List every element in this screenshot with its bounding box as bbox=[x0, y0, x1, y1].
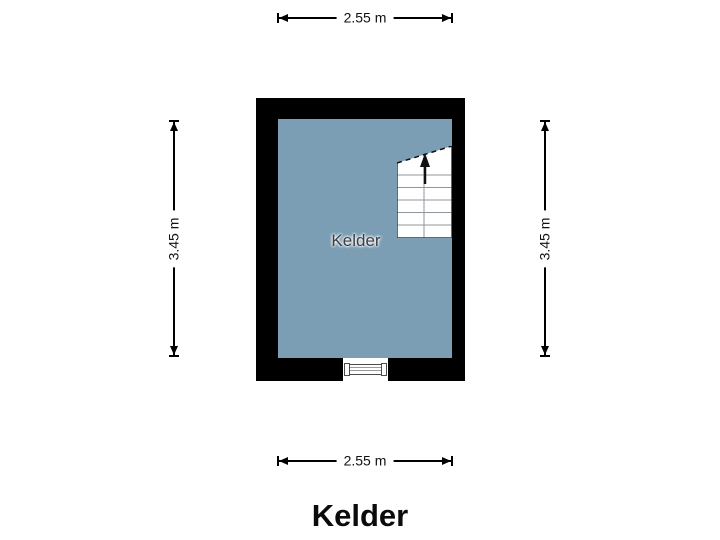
dimension-height-left: 3.45 m bbox=[164, 120, 185, 357]
window-frame-cap bbox=[381, 363, 387, 376]
dimension-height-right: 3.45 m bbox=[535, 120, 556, 357]
arrow-up-icon bbox=[170, 122, 178, 131]
arrow-down-icon bbox=[170, 346, 178, 355]
dimension-width-top: 2.55 m bbox=[277, 2, 453, 33]
arrow-right-icon bbox=[442, 457, 451, 465]
dimension-tick bbox=[169, 120, 179, 122]
page-title: Kelder bbox=[311, 498, 409, 533]
dimension-label: 3.45 m bbox=[165, 210, 183, 267]
dimension-tick bbox=[277, 13, 279, 23]
dimension-tick bbox=[169, 355, 179, 357]
dimension-label: 2.55 m bbox=[336, 9, 394, 27]
arrow-left-icon bbox=[279, 457, 288, 465]
dimension-label: 2.55 m bbox=[336, 452, 394, 470]
window-pane-line bbox=[347, 370, 385, 371]
room-label: Kelder bbox=[331, 231, 381, 250]
staircase bbox=[397, 146, 452, 238]
arrow-right-icon bbox=[442, 14, 451, 22]
arrow-up-icon bbox=[541, 122, 549, 131]
dimension-tick bbox=[540, 355, 550, 357]
window-pane-line bbox=[347, 367, 385, 368]
dimension-tick bbox=[451, 456, 453, 466]
window-symbol bbox=[346, 364, 386, 375]
window-frame-cap bbox=[344, 363, 350, 376]
arrow-up-icon bbox=[420, 153, 430, 184]
arrow-down-icon bbox=[541, 346, 549, 355]
dimension-tick bbox=[540, 120, 550, 122]
dimension-tick bbox=[277, 456, 279, 466]
dimension-label: 3.45 m bbox=[536, 210, 554, 267]
arrow-left-icon bbox=[279, 14, 288, 22]
dimension-width-bottom: 2.55 m bbox=[277, 445, 453, 476]
dimension-tick bbox=[451, 13, 453, 23]
